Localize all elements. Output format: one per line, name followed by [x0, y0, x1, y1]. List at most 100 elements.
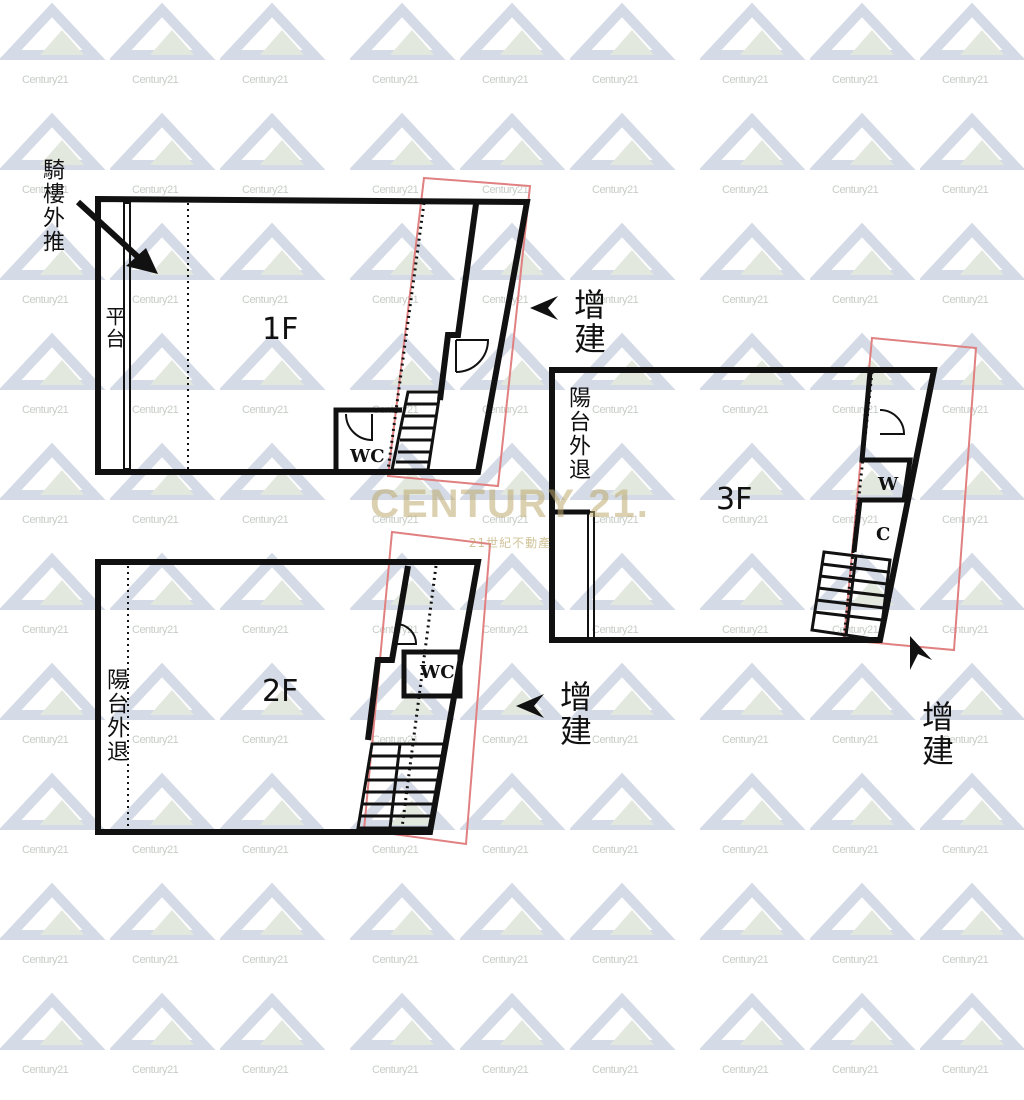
watermark-tile-text: Century21 [942, 844, 989, 856]
f2-floor-label: 2F [262, 674, 299, 709]
f1-wc-wall [333, 407, 402, 470]
f1-floor-label: 1F [262, 312, 299, 347]
watermark-tile-text: Century21 [372, 514, 419, 526]
watermark-tile-text: Century21 [832, 844, 879, 856]
watermark-tile-text: Century21 [22, 514, 69, 526]
watermark-tile-text: Century21 [482, 624, 529, 636]
watermark-tile-text: Century21 [132, 514, 179, 526]
watermark-tile-text: Century21 [832, 184, 879, 196]
watermark-tile-text: Century21 [592, 514, 639, 526]
watermark-tile-text: Century21 [132, 184, 179, 196]
f2-extension-outline [362, 530, 492, 846]
watermark-tile-text: Century21 [592, 624, 639, 636]
f1-platform-strip [123, 202, 131, 470]
watermark-tile: Century21 [920, 0, 1024, 110]
f3-floor-label: 3F [716, 482, 753, 517]
watermark-tile-text: Century21 [832, 734, 879, 746]
f3-balcony-label: 陽台外退 [565, 386, 590, 482]
f3-extension-label: 增建 [917, 700, 955, 768]
watermark-tile-text: Century21 [132, 734, 179, 746]
f2-corridor-wall [365, 565, 411, 741]
watermark-tile: Century21 [0, 880, 110, 990]
watermark-tile-text: Century21 [722, 844, 769, 856]
watermark-tile: Century21 [810, 220, 920, 330]
f1-wc-door-arc [345, 413, 373, 442]
watermark-tile: Century21 [110, 110, 220, 220]
f2-extension-label: 增建 [555, 680, 593, 748]
f1-arcade-arrowhead [126, 248, 158, 274]
watermark-tile-text: Century21 [22, 844, 69, 856]
watermark-tile-text: Century21 [832, 294, 879, 306]
watermark-tile-text: Century21 [132, 1064, 179, 1076]
floor-3f [549, 336, 978, 670]
watermark-tile: Century21 [350, 110, 460, 220]
watermark-tile: Century21 [700, 550, 810, 660]
watermark-tile-text: Century21 [242, 74, 289, 86]
watermark-tile: Century21 [0, 440, 110, 550]
watermark-tile: Century21 [220, 330, 330, 440]
f2-door-arc [395, 623, 418, 645]
watermark-tile: Century21 [350, 880, 460, 990]
watermark-tile-text: Century21 [592, 954, 639, 966]
watermark-tile: Century21 [460, 880, 570, 990]
watermark-tile-text: Century21 [482, 514, 529, 526]
watermark-tile: Century21 [920, 660, 1024, 770]
watermark-tile: Century21 [700, 0, 810, 110]
watermark-tile: Century21 [0, 550, 110, 660]
watermark-tile-text: Century21 [242, 184, 289, 196]
watermark-tile-text: Century21 [722, 1064, 769, 1076]
watermark-tile: Century21 [700, 440, 810, 550]
watermark-tile: Century21 [920, 770, 1024, 880]
f2-wc-room [401, 649, 463, 699]
watermark-tile-text: Century21 [132, 74, 179, 86]
watermark-tile: Century21 [920, 220, 1024, 330]
watermark-tile-text: Century21 [722, 184, 769, 196]
watermark-tile: Century21 [700, 110, 810, 220]
watermark-tile: Century21 [570, 660, 680, 770]
watermark-tile: Century21 [570, 110, 680, 220]
watermark-tile-text: Century21 [482, 1064, 529, 1076]
f3-wc-label-c: C [876, 524, 891, 545]
watermark-tile: Century21 [810, 880, 920, 990]
watermark-tile-text: Century21 [22, 1064, 69, 1076]
watermark-tile-text: Century21 [942, 954, 989, 966]
watermark-tile: Century21 [570, 220, 680, 330]
watermark-tile-text: Century21 [592, 74, 639, 86]
watermark-tile: Century21 [110, 0, 220, 110]
watermark-tile-text: Century21 [132, 294, 179, 306]
watermark-tile: Century21 [0, 660, 110, 770]
watermark-tile-text: Century21 [592, 844, 639, 856]
watermark-tile: Century21 [220, 660, 330, 770]
f2-outer-wall [95, 559, 482, 835]
watermark-tile-text: Century21 [22, 734, 69, 746]
watermark-tile-text: Century21 [132, 844, 179, 856]
watermark-tile: Century21 [220, 0, 330, 110]
watermark-tile: Century21 [460, 0, 570, 110]
watermark-tile: Century21 [0, 220, 110, 330]
watermark-tile: Century21 [110, 770, 220, 880]
watermark-tile-text: Century21 [372, 184, 419, 196]
watermark-tile: Century21 [700, 330, 810, 440]
watermark-tile-text: Century21 [832, 74, 879, 86]
watermark-tile-text: Century21 [482, 954, 529, 966]
watermark-tile-text: Century21 [942, 514, 989, 526]
watermark-tile-text: Century21 [22, 954, 69, 966]
brand-subtitle-watermark: 21世紀不動產 [468, 536, 552, 550]
watermark-tile-text: Century21 [372, 1064, 419, 1076]
watermark-tile-text: Century21 [592, 184, 639, 196]
watermark-tile-text: Century21 [942, 404, 989, 416]
watermark-tile-text: Century21 [942, 624, 989, 636]
watermark-tile: Century21 [570, 770, 680, 880]
watermark-tile: Century21 [920, 550, 1024, 660]
watermark-tile-text: Century21 [722, 624, 769, 636]
watermark-tile-text: Century21 [592, 404, 639, 416]
f3-stair-wall [851, 499, 863, 553]
watermark-tile-text: Century21 [942, 184, 989, 196]
watermark-tile: Century21 [350, 0, 460, 110]
watermark-tile: Century21 [110, 330, 220, 440]
watermark-tile: Century21 [0, 330, 110, 440]
f1-stairs [390, 390, 442, 472]
floor-2f [95, 530, 544, 846]
watermark-tile-text: Century21 [242, 514, 289, 526]
watermark-tile-text: Century21 [592, 734, 639, 746]
